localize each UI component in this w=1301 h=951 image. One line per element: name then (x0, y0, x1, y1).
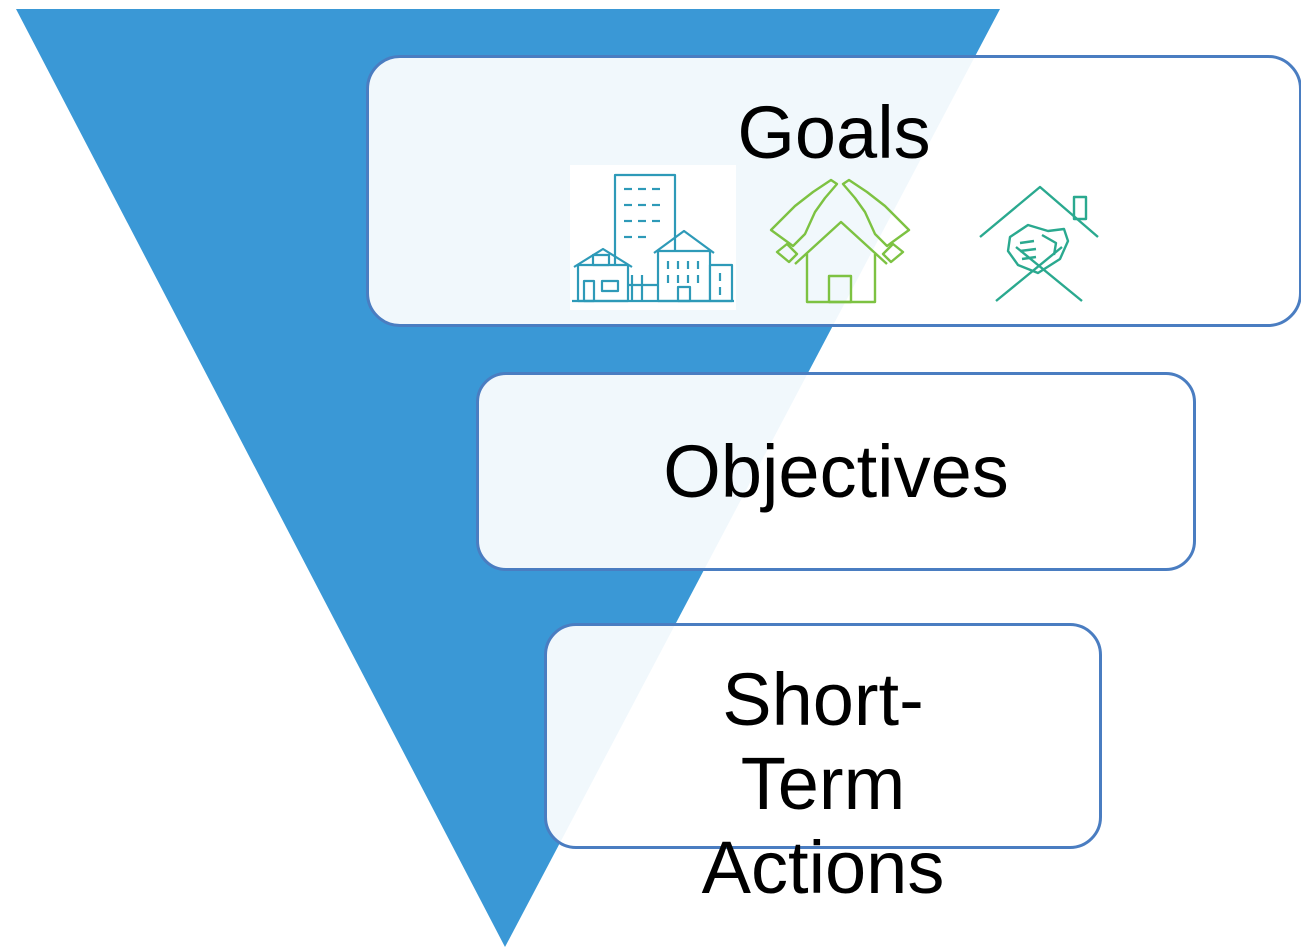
short-term-actions-label: Short-Term Actions (701, 658, 945, 909)
goals-box: Goals (366, 55, 1301, 327)
hands-protecting-house-icon (769, 178, 911, 304)
handshake-house-icon (979, 185, 1099, 302)
goals-label: Goals (737, 91, 931, 174)
city-buildings-icon (570, 165, 736, 310)
objectives-box: Objectives (476, 372, 1196, 571)
short-term-actions-box: Short-Term Actions (544, 623, 1102, 909)
objectives-label: Objectives (663, 430, 1009, 513)
